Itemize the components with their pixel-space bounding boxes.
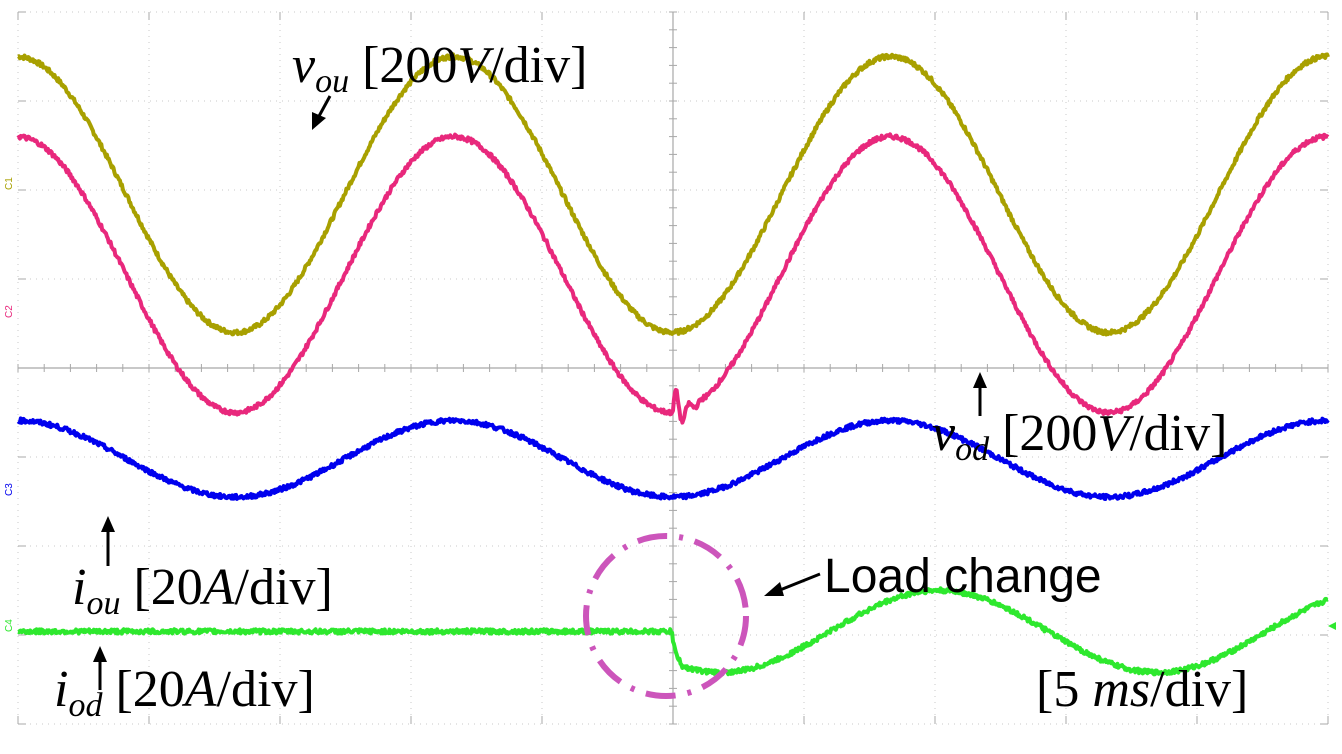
arrow-iod: [93, 646, 107, 690]
label-timebase: [5 ms/div]: [1036, 661, 1248, 718]
arrow-vou: [312, 95, 332, 130]
label-load-change: Load change: [824, 550, 1102, 603]
label-vod: vod [200V/div]: [932, 405, 1227, 468]
channel-marker-c3: C3: [4, 483, 15, 496]
trace-c2: [16, 132, 1330, 425]
traces: [16, 52, 1330, 677]
load-change-circle: [583, 533, 749, 699]
channel-marker-c1: C1: [4, 177, 15, 190]
arrow-iou: [101, 516, 115, 566]
arrow-load-change: [764, 572, 821, 596]
label-vou: vou [200V/div]: [292, 37, 587, 100]
label-iou: iou [20A/div]: [72, 559, 333, 622]
channel-marker-c2: C2: [4, 305, 15, 318]
label-iod: iod [20A/div]: [54, 661, 315, 724]
trace-c4: [16, 586, 1330, 677]
trace-c3: [16, 416, 1330, 501]
channel-marker-c4: C4: [4, 619, 15, 632]
arrow-vod: [973, 372, 987, 416]
trace-c1: [16, 52, 1330, 337]
trigger-level-marker: [1328, 622, 1336, 630]
